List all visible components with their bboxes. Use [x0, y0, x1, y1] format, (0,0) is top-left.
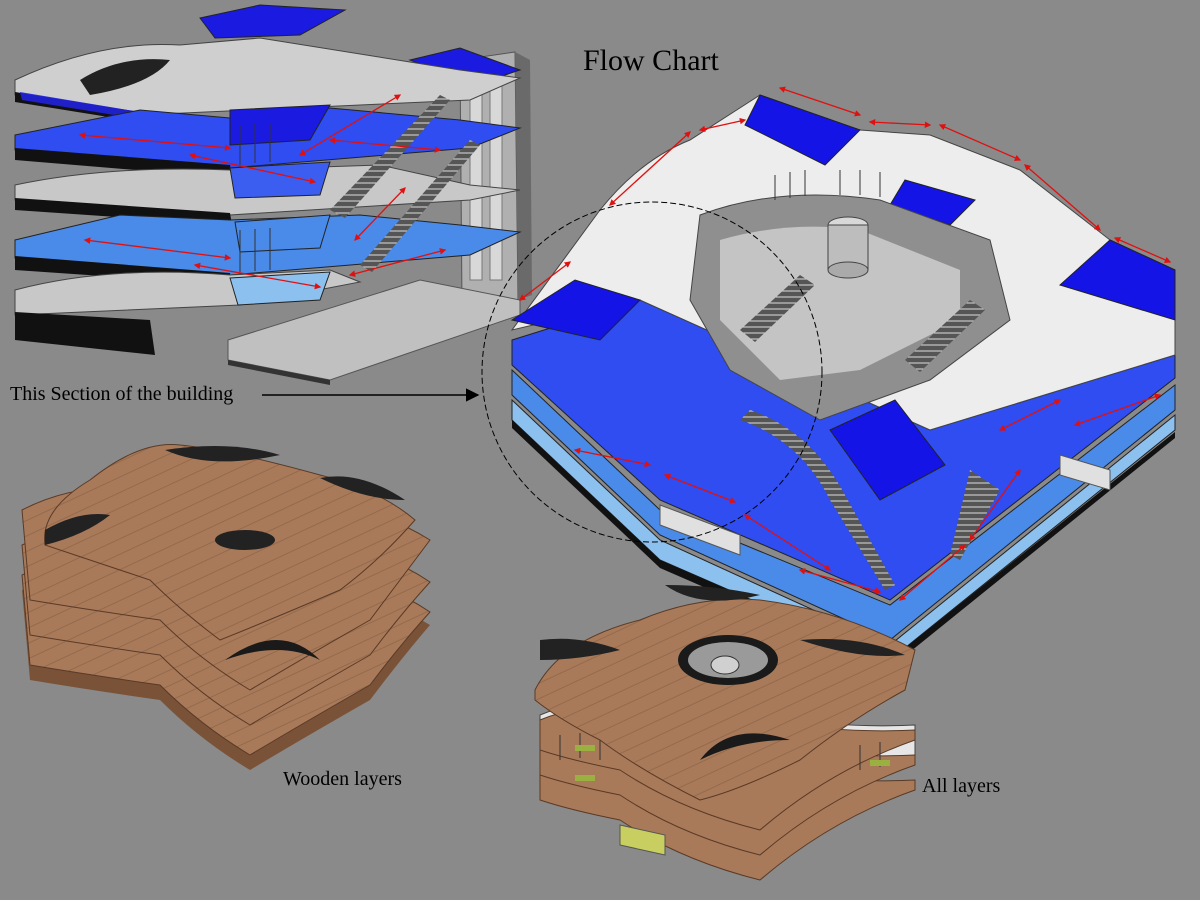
section-cut-model [14, 4, 532, 385]
section-highlight-circle [481, 201, 823, 543]
all-layers-label: All layers [922, 775, 1001, 797]
page-title: Flow Chart [583, 44, 720, 77]
wooden-layers-model [21, 443, 431, 770]
all-layers-model [534, 585, 916, 881]
section-label: This Section of the building [10, 383, 233, 405]
building-model [481, 86, 1176, 668]
wooden-layers-label: Wooden layers [283, 768, 402, 790]
